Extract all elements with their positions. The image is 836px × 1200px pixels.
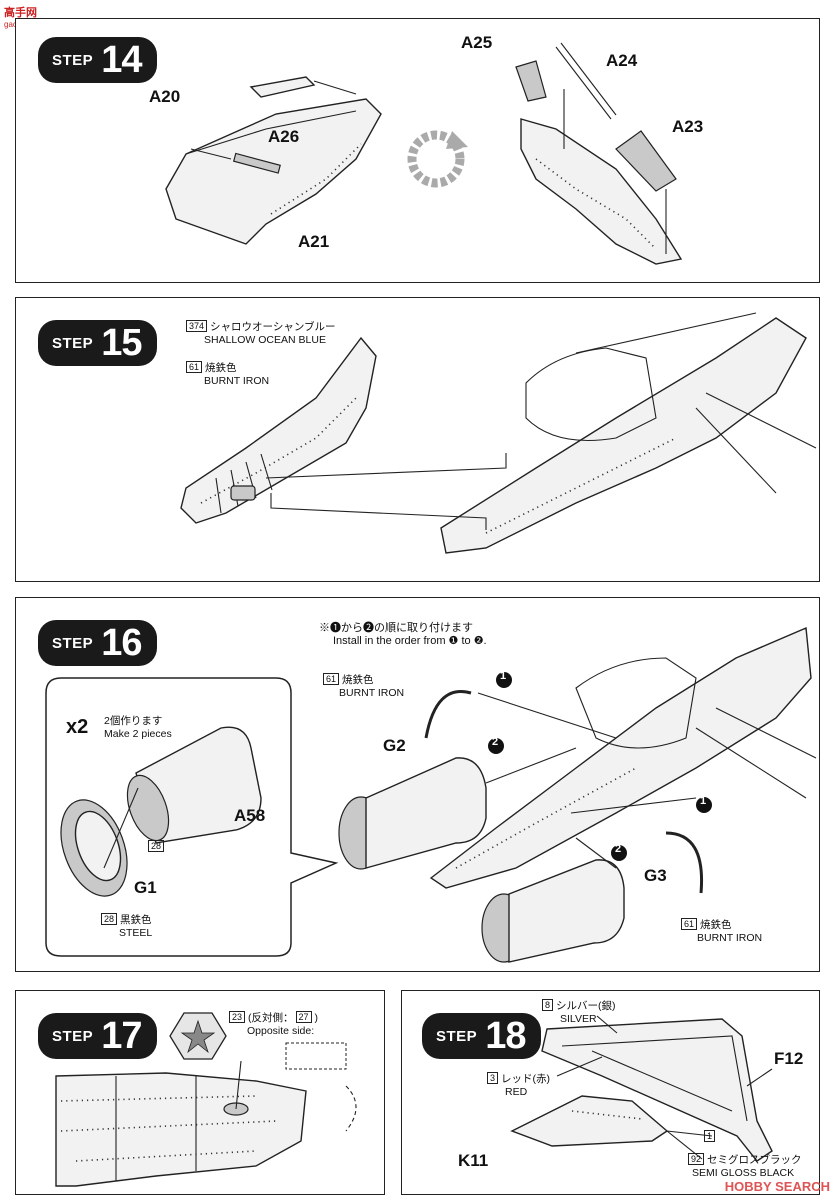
decal-code-23: 23 bbox=[229, 1011, 246, 1023]
step-17-panel: STEP 17 23(反対側：27) Opposite side: bbox=[15, 990, 385, 1195]
decal-note: 23(反対側：27) Opposite side: bbox=[229, 1011, 318, 1038]
step-word: STEP bbox=[52, 334, 94, 352]
label-g1: G1 bbox=[134, 878, 157, 897]
color-en: BURNT IRON bbox=[339, 687, 405, 699]
step-number: 14 bbox=[101, 38, 142, 81]
step-14-panel: STEP 14 A20 A26 A21 A25 A24 A23 bbox=[15, 18, 820, 283]
step-16-panel: STEP 16 ※❶から❷の順に取り付けます Install in the or… bbox=[15, 597, 820, 972]
step-15-drawing bbox=[180, 312, 817, 554]
step-14-badge: STEP 14 bbox=[38, 37, 158, 83]
color-jp: 焼鉄色 bbox=[700, 919, 732, 931]
install-order-note: ※❶から❷の順に取り付けます Install in the order from… bbox=[319, 622, 487, 648]
make-pieces-note: 2個作ります Make 2 pieces bbox=[104, 715, 172, 741]
step-17-badge: STEP 17 bbox=[38, 1013, 158, 1059]
order-marker-2-top: 2 bbox=[492, 736, 499, 748]
color-jp: レッド(赤) bbox=[501, 1073, 551, 1085]
opposite-jp: (反対側： bbox=[248, 1012, 294, 1024]
color-jp: 焼鉄色 bbox=[205, 362, 237, 374]
color-jp: 焼鉄色 bbox=[342, 674, 374, 686]
x2-label: x2 bbox=[66, 716, 89, 738]
color-code: 92 bbox=[688, 1153, 705, 1165]
color-code: 1 bbox=[704, 1130, 716, 1142]
step-word: STEP bbox=[436, 1027, 478, 1045]
order-marker-1-top: 1 bbox=[500, 670, 507, 682]
step-14-drawing bbox=[165, 42, 683, 265]
step-18-drawing bbox=[510, 1015, 773, 1162]
color-en: STEEL bbox=[119, 927, 153, 939]
make-pieces-jp: 2個作ります bbox=[104, 715, 163, 727]
color-jp: 黒鉄色 bbox=[120, 914, 152, 926]
site-logo-text: 高手网 bbox=[4, 7, 37, 19]
step-word: STEP bbox=[52, 634, 94, 652]
make-pieces-en: Make 2 pieces bbox=[104, 728, 172, 740]
label-f12: F12 bbox=[774, 1049, 804, 1068]
label-g2: G2 bbox=[383, 736, 406, 755]
install-order-en: Install in the order from ❶ to ❷. bbox=[333, 635, 487, 647]
color-code: 374 bbox=[186, 320, 208, 332]
step-word: STEP bbox=[52, 51, 94, 69]
color-code: 8 bbox=[542, 999, 554, 1011]
opposite-en: Opposite side: bbox=[247, 1025, 315, 1037]
step-number: 18 bbox=[485, 1014, 526, 1057]
color-en: RED bbox=[505, 1086, 528, 1098]
step-16-drawing bbox=[45, 626, 817, 963]
part-badge-1: 1 bbox=[704, 1130, 718, 1144]
label-a25: A25 bbox=[461, 33, 493, 52]
step-number: 17 bbox=[101, 1014, 142, 1057]
label-a23: A23 bbox=[672, 117, 704, 136]
label-a20: A20 bbox=[149, 87, 181, 106]
step-number: 16 bbox=[101, 621, 142, 664]
color-en: BURNT IRON bbox=[204, 375, 270, 387]
step-17-drawing bbox=[55, 1012, 357, 1187]
color-jp: シャロウオーシャンブルー bbox=[210, 321, 336, 333]
label-k11: K11 bbox=[458, 1151, 489, 1170]
color-code: 28 bbox=[101, 913, 118, 925]
label-a21: A21 bbox=[298, 232, 330, 251]
color-jp: シルバー(銀) bbox=[556, 1000, 616, 1012]
order-marker-2-bottom: 2 bbox=[615, 843, 622, 855]
color-en: SILVER bbox=[560, 1013, 597, 1025]
color-en: SEMI GLOSS BLACK bbox=[692, 1167, 795, 1179]
install-order-jp: ※❶から❷の順に取り付けます bbox=[319, 622, 473, 634]
label-a58: A58 bbox=[234, 806, 266, 825]
watermark: HOBBY SEARCH bbox=[724, 1179, 830, 1194]
color-code: 61 bbox=[323, 673, 340, 685]
step-number: 15 bbox=[101, 321, 142, 364]
color-jp: セミグロスブラック bbox=[707, 1154, 802, 1166]
step-18-badge: STEP 18 bbox=[422, 1013, 542, 1059]
label-a24: A24 bbox=[606, 51, 638, 70]
color-en: BURNT IRON bbox=[697, 932, 763, 944]
color-code: 61 bbox=[186, 361, 203, 373]
label-g3: G3 bbox=[644, 866, 667, 885]
order-marker-1-right: 1 bbox=[700, 795, 707, 807]
step-16-badge: STEP 16 bbox=[38, 620, 158, 666]
color-en: SHALLOW OCEAN BLUE bbox=[204, 334, 326, 346]
label-a26: A26 bbox=[268, 127, 300, 146]
color-code: 3 bbox=[487, 1072, 499, 1084]
part-badge-28: 28 bbox=[148, 840, 167, 854]
color-code: 61 bbox=[681, 918, 698, 930]
step-15-badge: STEP 15 bbox=[38, 320, 158, 366]
color-code: 28 bbox=[148, 840, 165, 852]
opposite-close: ) bbox=[314, 1012, 319, 1024]
decal-code-27: 27 bbox=[295, 1011, 312, 1023]
step-word: STEP bbox=[52, 1027, 94, 1045]
